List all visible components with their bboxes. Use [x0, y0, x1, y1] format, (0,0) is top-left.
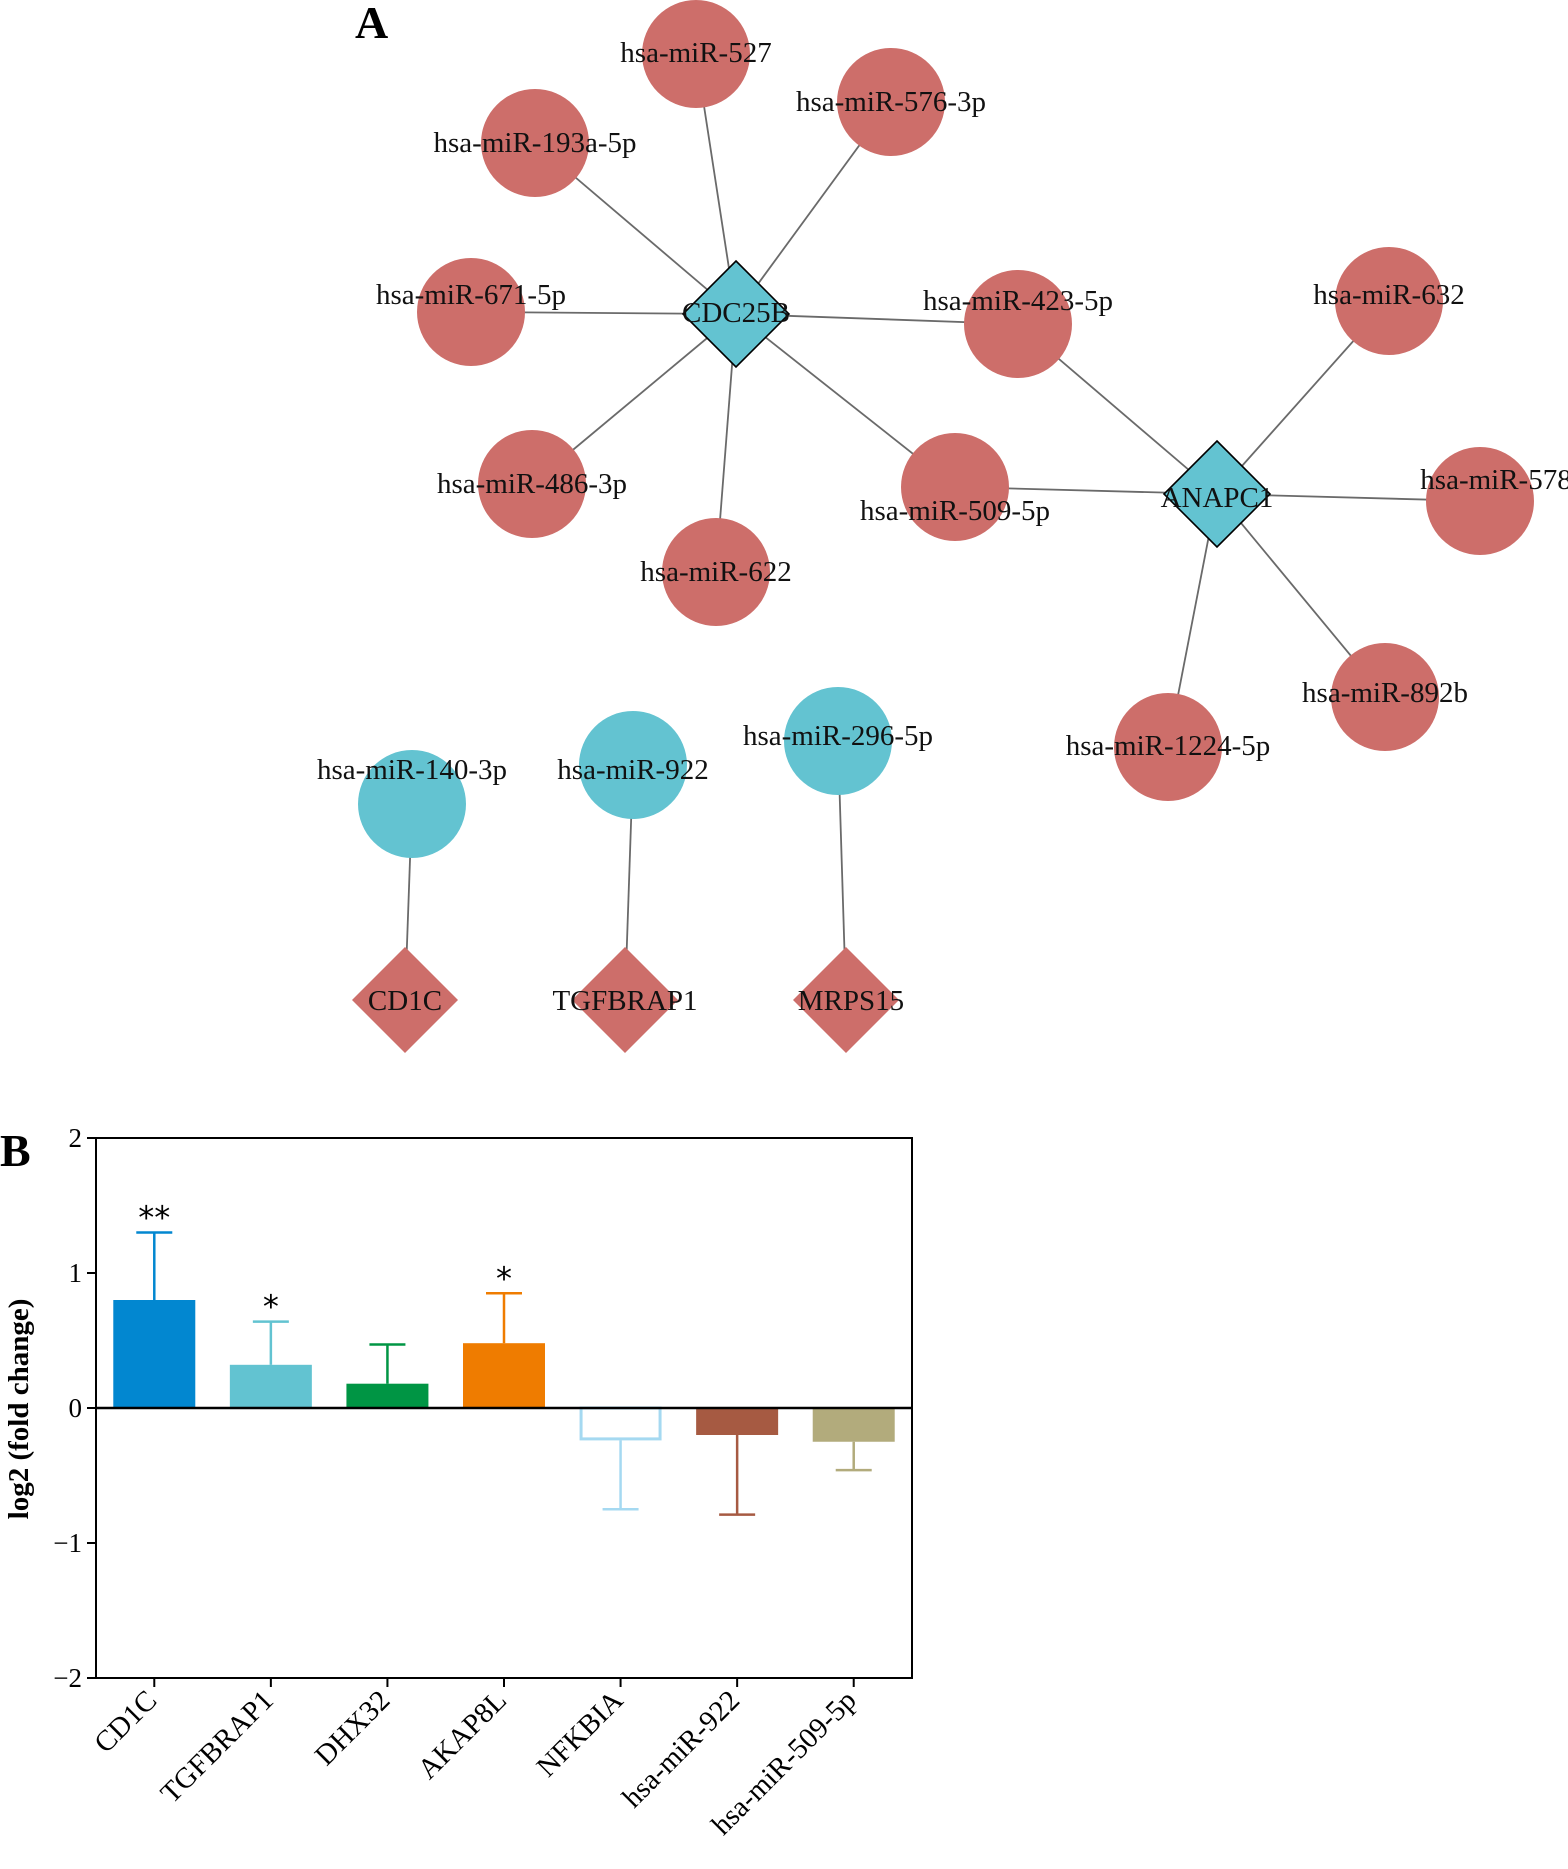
node-hsa-mir-922: [579, 711, 687, 819]
node-label-hsa-mir-193a-5p: hsa-miR-193a-5p: [434, 127, 637, 159]
bar-nfkbia: [579, 1406, 662, 1441]
bar-tgfbrap1: [229, 1364, 312, 1408]
network-node-labels: hsa-miR-527 hsa-miR-576-3p hsa-miR-193a-5p…: [317, 37, 1568, 1017]
node-label-cdc25b: CDC25B: [682, 297, 790, 329]
bar-hsa-mir-509-5p: [812, 1408, 895, 1442]
node-label-hsa-mir-423-5p: hsa-miR-423-5p: [923, 285, 1113, 317]
node-cd1c: [352, 947, 458, 1053]
bar-cd1c: [113, 1300, 196, 1408]
y-axis-label: log2 (fold change): [3, 1299, 35, 1520]
bar-hsa-mir-922: [696, 1408, 779, 1435]
node-label-tgfbrap1: TGFBRAP1: [552, 985, 697, 1017]
node-hsa-mir-193a-5p: [481, 89, 589, 197]
node-label-hsa-mir-671-5p: hsa-miR-671-5p: [376, 279, 566, 311]
bar-akap8l: [463, 1343, 545, 1408]
panel-b-letter: B: [0, 1125, 31, 1176]
node-label-hsa-mir-622: hsa-miR-622: [640, 556, 791, 588]
node-label-hsa-mir-632: hsa-miR-632: [1313, 279, 1464, 311]
node-label-mrps15: MRPS15: [798, 985, 904, 1017]
y-tick-label: −2: [53, 1663, 82, 1693]
node-label-hsa-mir-527: hsa-miR-527: [620, 37, 771, 69]
node-anapc1: [1162, 439, 1272, 549]
node-label-hsa-mir-892b: hsa-miR-892b: [1302, 677, 1468, 709]
bar-chart-panel: B log2 (fold change) 210−1−2****CD1CTGFB…: [0, 1123, 913, 1841]
node-hsa-mir-423-5p: [964, 270, 1072, 378]
node-hsa-mir-892b: [1331, 643, 1439, 751]
y-tick-label: 1: [69, 1258, 83, 1288]
x-tick-label-cd1c: CD1C: [88, 1684, 163, 1759]
node-hsa-mir-140-3p: [358, 750, 466, 858]
x-tick-label-dhx32: DHX32: [309, 1684, 397, 1772]
node-hsa-mir-527: [642, 0, 750, 108]
node-tgfbrap1: [572, 947, 678, 1053]
node-label-hsa-mir-922: hsa-miR-922: [557, 754, 708, 786]
node-label-hsa-mir-576-3p: hsa-miR-576-3p: [796, 86, 986, 118]
y-tick-label: 0: [69, 1393, 83, 1423]
node-mrps15: [793, 947, 899, 1053]
node-hsa-mir-578: [1426, 447, 1534, 555]
node-hsa-mir-671-5p: [417, 258, 525, 366]
node-hsa-mir-509-5p: [901, 433, 1009, 541]
node-label-hsa-mir-140-3p: hsa-miR-140-3p: [317, 754, 507, 786]
x-tick-label-nfkbia: NFKBIA: [531, 1684, 630, 1783]
x-tick-label-akap8l: AKAP8L: [412, 1684, 513, 1785]
x-tick-label-hsa-mir-922: hsa-miR-922: [616, 1684, 746, 1814]
node-hsa-mir-576-3p: [837, 48, 945, 156]
node-label-hsa-mir-1224-5p: hsa-miR-1224-5p: [1066, 730, 1271, 762]
node-label-hsa-mir-296-5p: hsa-miR-296-5p: [743, 720, 933, 752]
node-label-hsa-mir-486-3p: hsa-miR-486-3p: [437, 468, 627, 500]
node-label-hsa-mir-509-5p: hsa-miR-509-5p: [860, 495, 1050, 527]
bar-dhx32: [346, 1383, 429, 1408]
significance-tgfbrap1: *: [263, 1288, 279, 1326]
node-label-hsa-mir-578: hsa-miR-578: [1420, 464, 1568, 496]
node-hsa-mir-1224-5p: [1114, 693, 1222, 801]
x-tick-label-tgfbrap1: TGFBRAP1: [155, 1684, 280, 1809]
panel-a-letter: A: [355, 0, 388, 48]
significance-cd1c: **: [138, 1199, 170, 1237]
node-label-cd1c: CD1C: [368, 985, 442, 1017]
network-panel: A hsa-miR-527 hsa-miR-576-3p hsa-miR-193a-…: [317, 0, 1568, 1053]
y-tick-label: −1: [53, 1528, 82, 1558]
significance-akap8l: *: [496, 1259, 512, 1297]
node-hsa-mir-486-3p: [478, 430, 586, 538]
node-hsa-mir-296-5p: [784, 687, 892, 795]
node-cdc25b: [681, 259, 791, 369]
node-hsa-mir-632: [1335, 247, 1443, 355]
node-hsa-mir-622: [662, 518, 770, 626]
y-tick-label: 2: [69, 1123, 83, 1153]
network-nodes: [352, 0, 1534, 1053]
node-label-anapc1: ANAPC1: [1161, 482, 1274, 514]
